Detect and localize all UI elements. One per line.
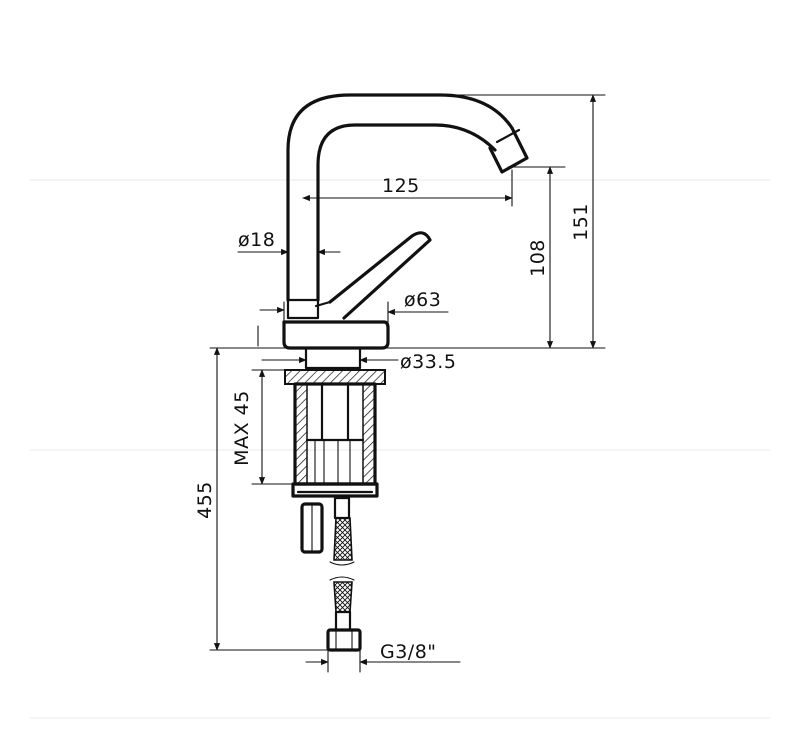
label-spout-height: 108 [527, 239, 549, 277]
dimension-labels: 125 108 151 ø18 ø63 ø33.5 MAX 45 455 G3/… [194, 175, 592, 663]
label-under-deck-length: 455 [194, 481, 216, 519]
supply-hoses [300, 496, 362, 652]
label-total-height: 151 [570, 203, 592, 241]
label-spout-reach: 125 [382, 175, 420, 197]
spout [286, 93, 529, 320]
lever-handle [314, 231, 432, 320]
label-base-diameter: ø63 [404, 289, 441, 311]
label-spout-diameter: ø18 [238, 229, 275, 251]
faucet-body [282, 320, 390, 498]
label-max-deck-thickness: MAX 45 [231, 390, 253, 466]
label-shank-diameter: ø33.5 [400, 351, 456, 373]
label-connection-thread: G3/8" [380, 641, 437, 663]
dimension-lines [209, 94, 606, 673]
background-guides [30, 179, 770, 719]
